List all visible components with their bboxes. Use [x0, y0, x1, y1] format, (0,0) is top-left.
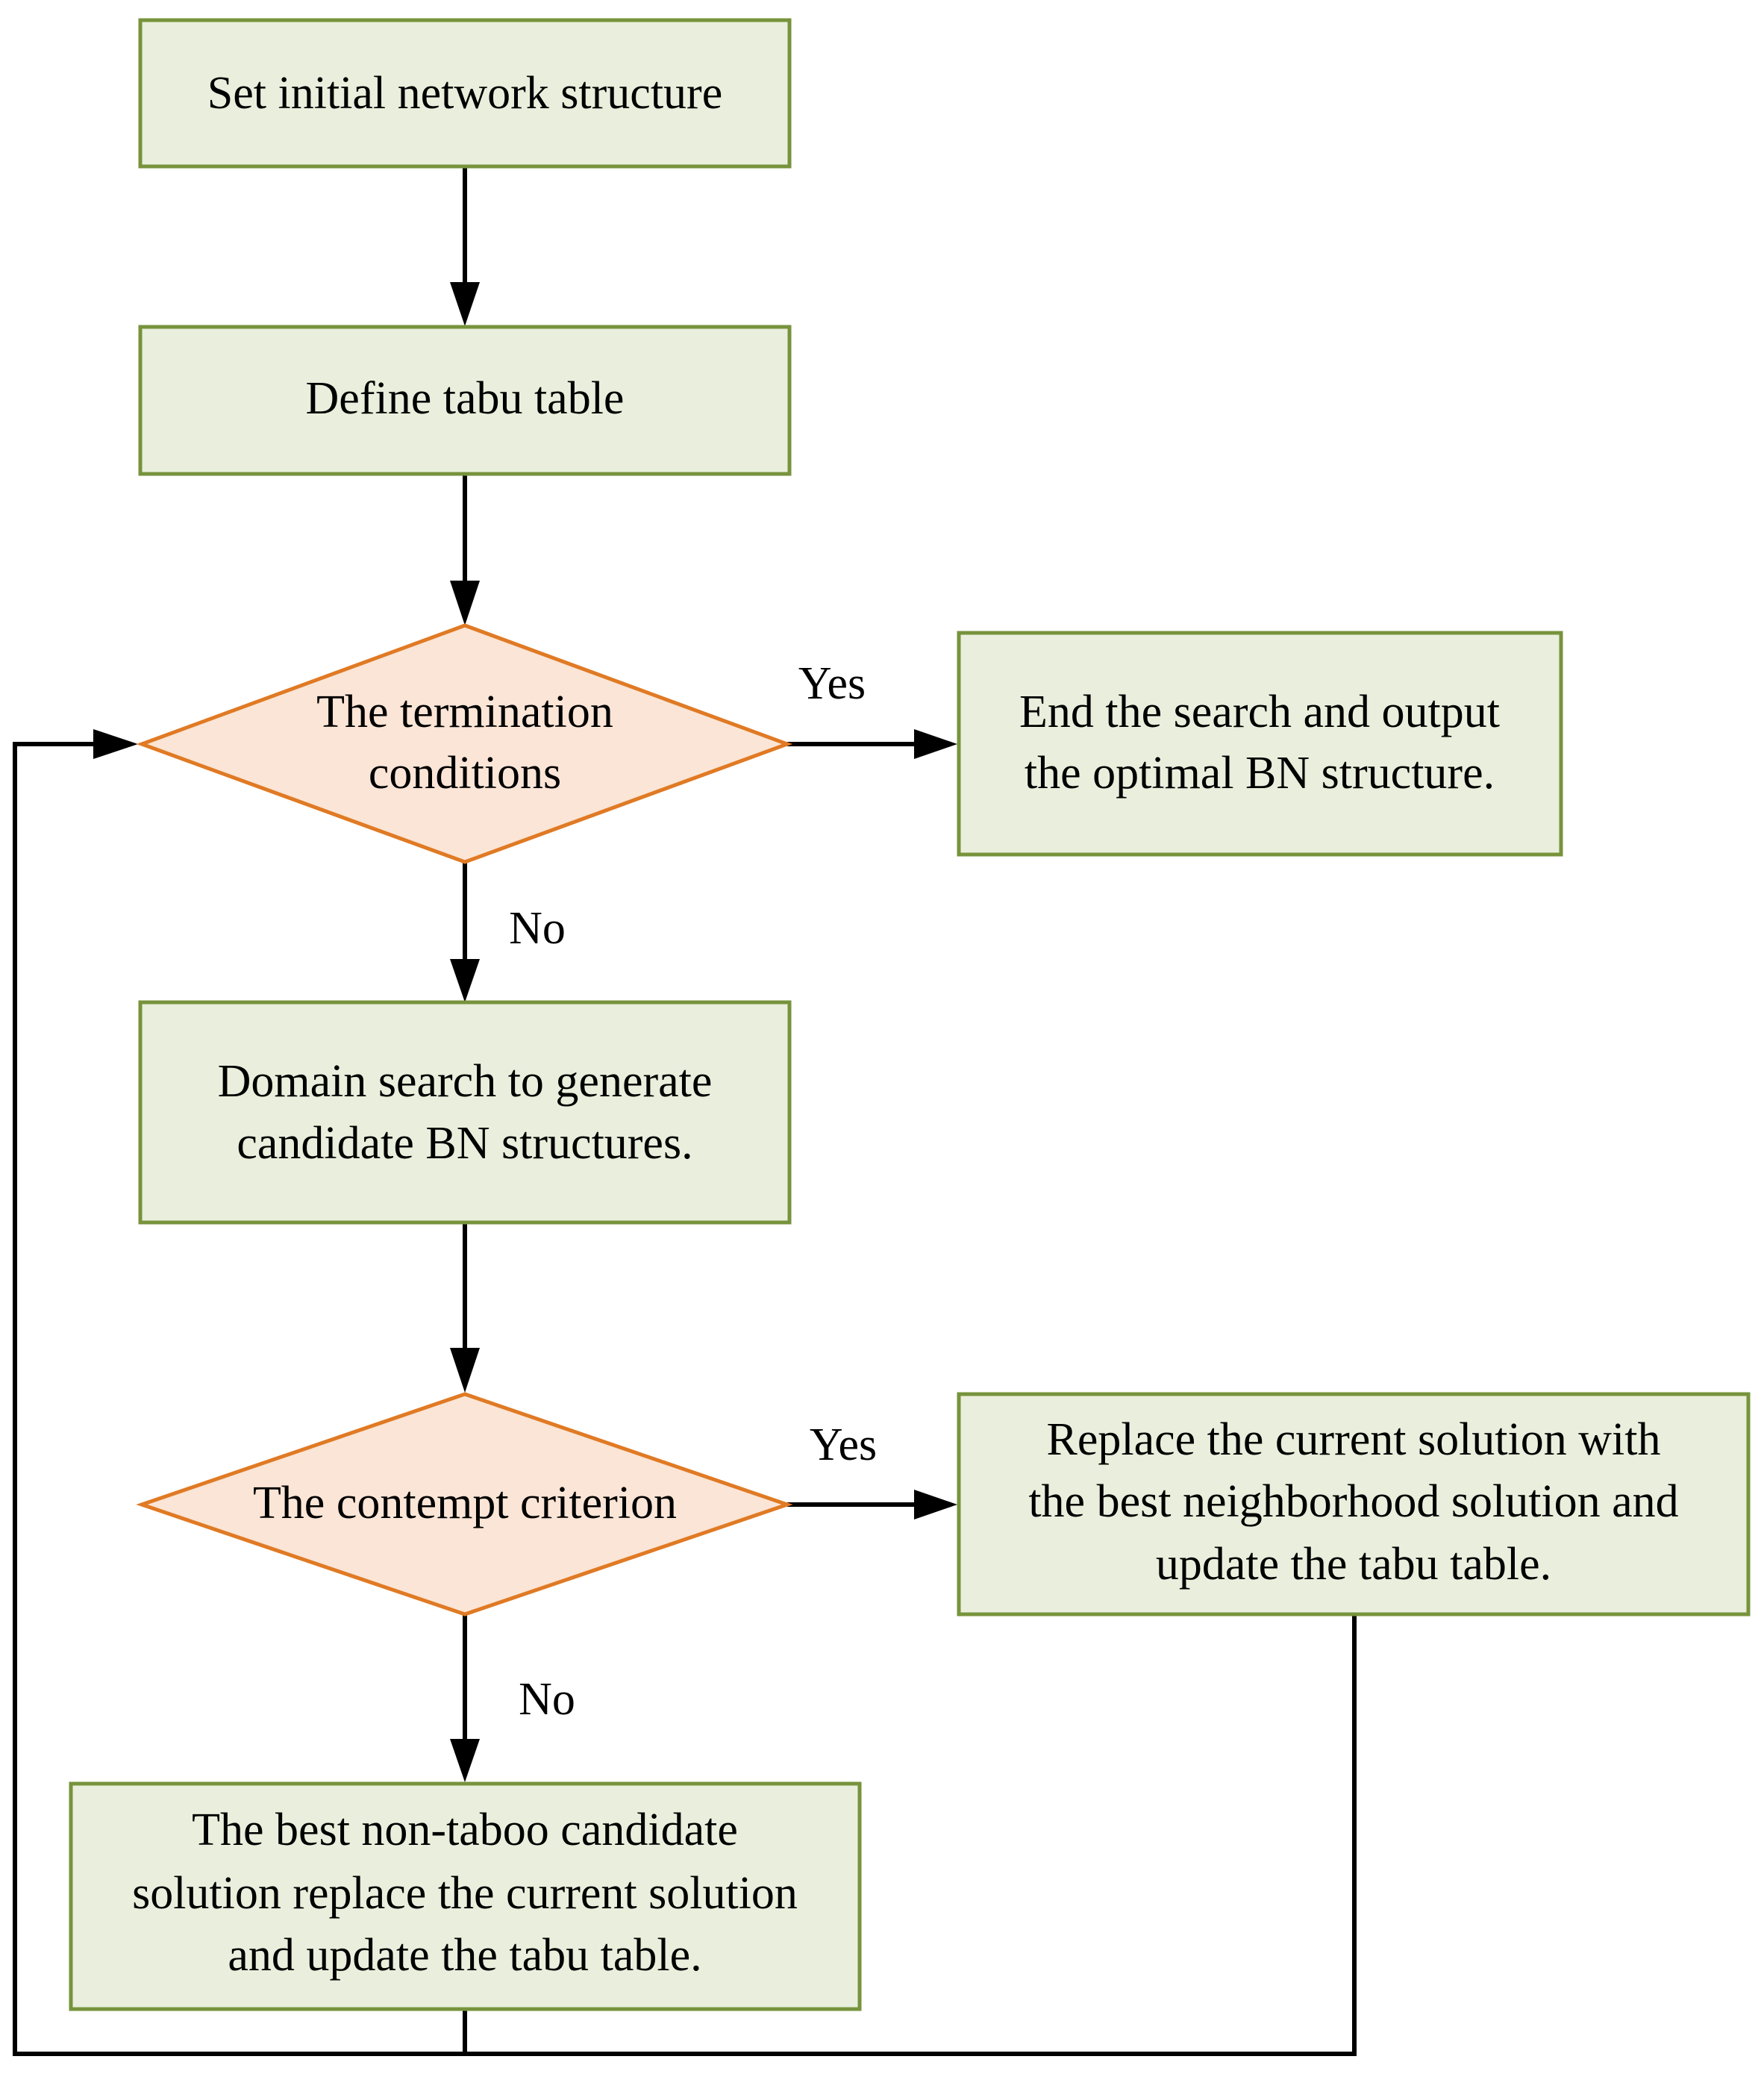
arrowhead-loop-to-termination — [93, 729, 138, 759]
edge-label-contempt-yes: Yes — [810, 1419, 877, 1470]
loop-line-left — [13, 742, 465, 2056]
arrowhead-start-to-define — [450, 282, 480, 326]
arrowhead-termination-no — [450, 959, 480, 1002]
loop-line-right — [463, 1614, 1357, 2056]
node-replace-best-line-1: Replace the current solution with — [1047, 1414, 1661, 1465]
node-define-tabu-table: Define tabu table — [138, 325, 792, 476]
decision-termination-conditions: The termination conditions — [136, 623, 793, 864]
node-domain-search-line-2: candidate BN structures. — [237, 1118, 692, 1169]
node-end-search-line-1: End the search and output — [1019, 687, 1500, 737]
edge-label-contempt-no: No — [519, 1674, 575, 1725]
arrowhead-termination-yes — [914, 729, 957, 759]
node-replace-non-taboo-line-3: and update the tabu table. — [228, 1930, 701, 1981]
arrowhead-contempt-yes — [914, 1490, 957, 1519]
decision-termination-line-2: conditions — [369, 748, 561, 799]
decision-termination-line-1: The termination — [316, 687, 613, 737]
node-set-initial-structure: Set initial network structure — [138, 18, 792, 169]
node-replace-best-line-2: the best neighborhood solution and — [1028, 1476, 1678, 1527]
connectors — [13, 166, 1357, 2056]
node-end-search: End the search and output the optimal BN… — [957, 631, 1563, 857]
node-domain-search: Domain search to generate candidate BN s… — [138, 1000, 792, 1225]
node-replace-best-line-3: update the tabu table. — [1156, 1539, 1551, 1590]
node-set-initial-structure-text: Set initial network structure — [207, 68, 722, 119]
node-replace-non-taboo-line-2: solution replace the current solution — [132, 1868, 798, 1919]
node-replace-non-taboo: The best non-taboo candidate solution re… — [69, 1781, 862, 2011]
arrowhead-define-to-termination — [450, 581, 480, 625]
node-define-tabu-table-text: Define tabu table — [306, 373, 625, 424]
node-end-search-line-2: the optimal BN structure. — [1025, 748, 1495, 799]
decision-contempt-text: The contempt criterion — [253, 1478, 677, 1528]
node-domain-search-line-1: Domain search to generate — [218, 1056, 713, 1107]
edge-label-termination-yes: Yes — [798, 658, 866, 709]
node-replace-best-neighborhood: Replace the current solution with the be… — [957, 1392, 1751, 1617]
decision-contempt-criterion: The contempt criterion — [136, 1392, 793, 1617]
arrowhead-contempt-no — [450, 1739, 480, 1782]
arrowhead-domain-to-contempt — [450, 1348, 480, 1393]
edge-label-termination-no: No — [509, 903, 566, 954]
node-replace-non-taboo-line-1: The best non-taboo candidate — [192, 1805, 738, 1855]
